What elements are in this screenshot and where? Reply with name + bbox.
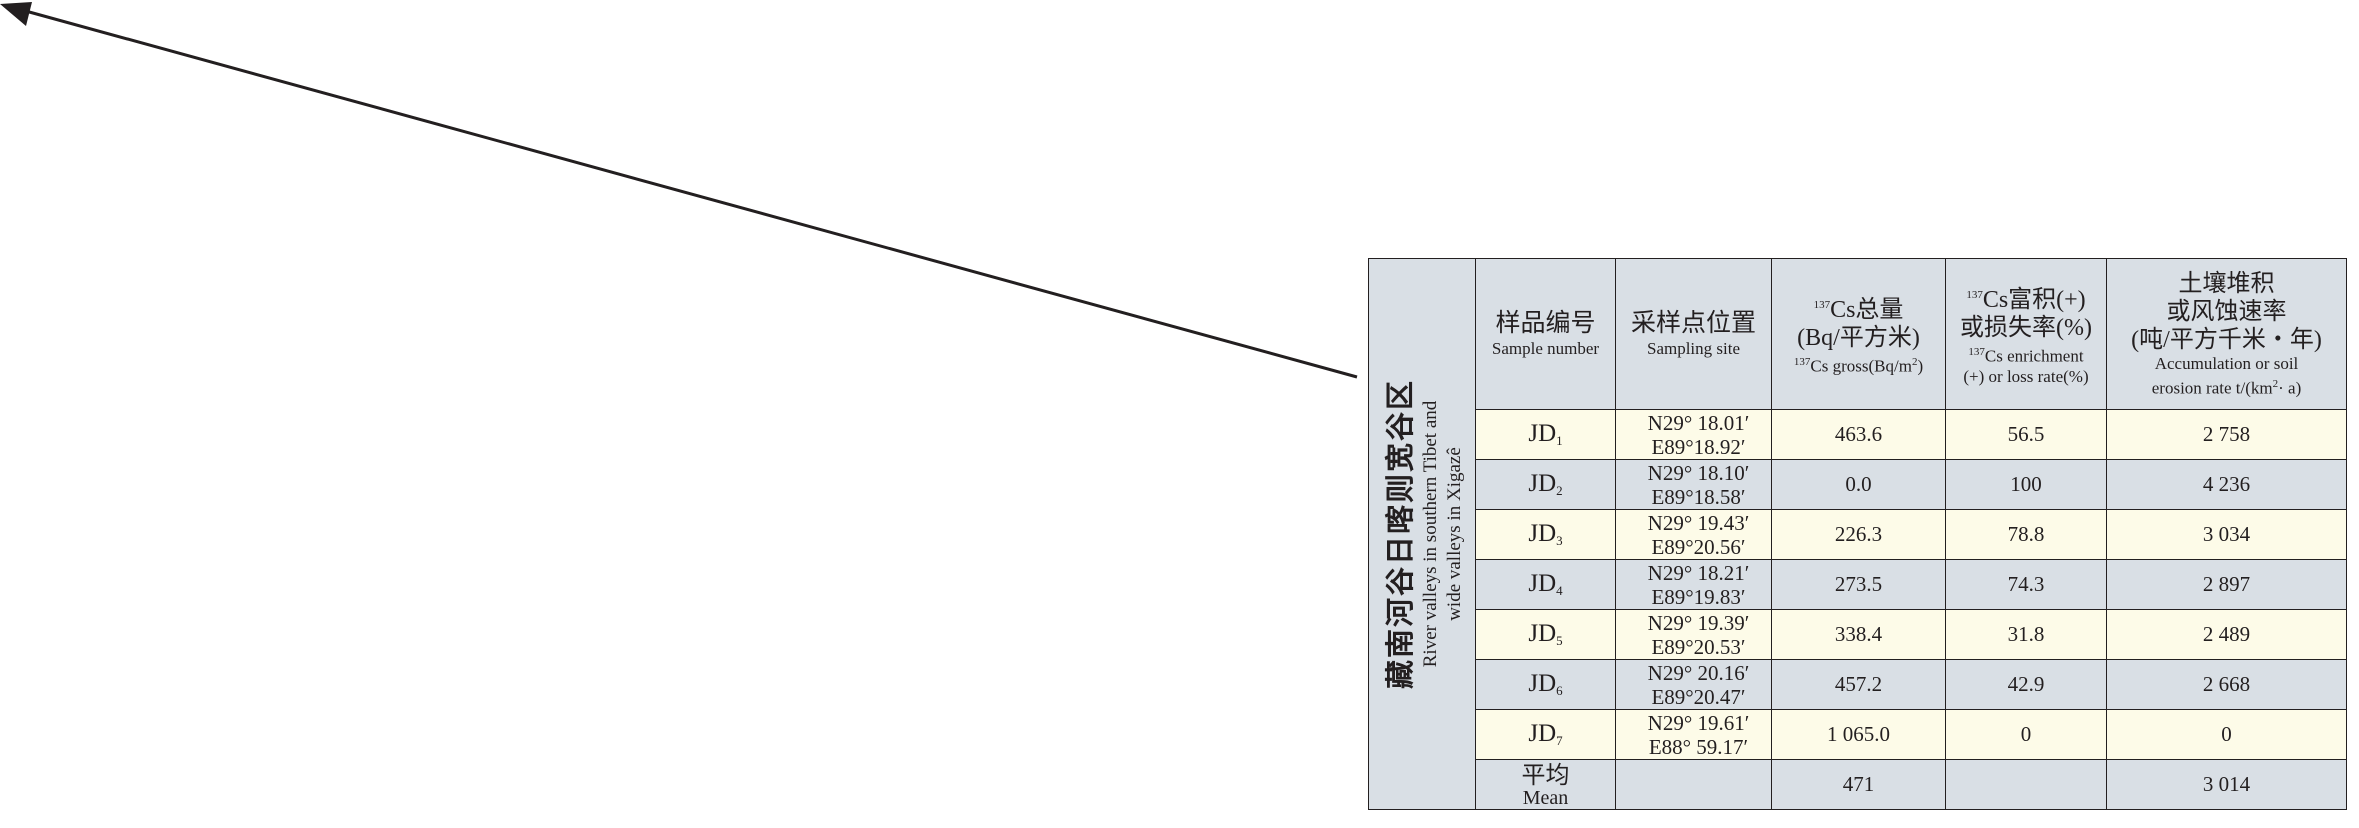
sample-code: JD5 [1475,609,1616,660]
header-site: 采样点位置 Sampling site [1615,258,1772,410]
erosion-rate: 2 758 [2106,409,2347,460]
mean-label: 平均 Mean [1475,759,1616,810]
mean-gross: 471 [1771,759,1946,810]
sampling-site: N29° 18.21′E89°19.83′ [1615,559,1772,610]
cs-rate: 56.5 [1945,409,2107,460]
header-gross-en: 137Cs gross(Bq/m2) [1793,356,1924,376]
region-cell: 藏南河谷日喀则宽谷区 River valleys in southern Tib… [1368,258,1476,810]
header-gross-zh2: (Bq/平方米) [1797,325,1920,352]
sampling-site: N29° 18.10′E89°18.58′ [1615,459,1772,510]
leader-line [21,8,1358,379]
cs-gross: 273.5 [1771,559,1946,610]
header-gross: 137Cs总量 (Bq/平方米) 137Cs gross(Bq/m2) [1771,258,1946,410]
header-erosion: 土壤堆积 或风蚀速率 (吨/平方千米・年) Accumulation or so… [2106,258,2347,410]
header-erosion-zh1: 土壤堆积 [2178,270,2275,297]
sample-code: JD4 [1475,559,1616,610]
erosion-rate: 2 668 [2106,659,2347,710]
header-site-en: Sampling site [1646,339,1741,358]
header-rate-en2: (+) or loss rate(%) [1963,366,2089,386]
header-sample-en: Sample number [1491,339,1600,358]
sampling-site: N29° 19.39′E89°20.53′ [1615,609,1772,660]
erosion-rate: 2 489 [2106,609,2347,660]
mean-label-en: Mean [1522,786,1569,809]
header-rate: 137Cs富积(+) 或损失率(%) 137Cs enrichment (+) … [1945,258,2107,410]
mean-erosion: 3 014 [2106,759,2347,810]
cs-rate: 100 [1945,459,2107,510]
cs-gross: 226.3 [1771,509,1946,560]
table-row: JD5 N29° 19.39′E89°20.53′ 338.4 31.8 2 4… [1369,609,2347,660]
header-sample-zh: 样品编号 [1495,308,1596,337]
region-name-en-line2: wide valleys in Xigazê [1444,447,1465,621]
table-row: JD7 N29° 19.61′E88° 59.17′ 1 065.0 0 0 [1369,709,2347,760]
cs-gross: 338.4 [1771,609,1946,660]
region-name-zh: 藏南河谷日喀则宽谷区 [1383,378,1417,690]
header-gross-zh1: 137Cs总量 [1813,297,1904,324]
mean-site-empty [1615,759,1772,810]
header-erosion-en2: erosion rate t/(km2· a) [2151,377,2302,398]
header-rate-zh1: 137Cs富积(+) [1966,287,2086,314]
cs-gross: 463.6 [1771,409,1946,460]
cs-rate: 0 [1945,709,2107,760]
header-erosion-zh3: (吨/平方千米・年) [2131,326,2322,353]
header-erosion-en1: Accumulation or soil [2154,353,2299,373]
sample-code: JD3 [1475,509,1616,560]
table-row: JD1 N29° 18.01′E89°18.92′ 463.6 56.5 2 7… [1369,409,2347,460]
data-table: 藏南河谷日喀则宽谷区 River valleys in southern Tib… [1368,258,2347,810]
mean-label-zh: 平均 [1521,760,1570,789]
cs-rate: 31.8 [1945,609,2107,660]
cs-gross: 457.2 [1771,659,1946,710]
erosion-rate: 3 034 [2106,509,2347,560]
leader-arrow [0,2,1358,379]
sampling-site: N29° 19.43′E89°20.56′ [1615,509,1772,560]
cs-rate: 42.9 [1945,659,2107,710]
header-erosion-zh2: 或风蚀速率 [2166,298,2287,325]
sample-code: JD6 [1475,659,1616,710]
cs-rate: 78.8 [1945,509,2107,560]
mean-row: 平均 Mean 471 3 014 [1369,759,2347,810]
cs-gross: 1 065.0 [1771,709,1946,760]
cs-gross: 0.0 [1771,459,1946,510]
header-rate-en1: 137Cs enrichment [1968,346,2084,366]
sampling-site: N29° 19.61′E88° 59.17′ [1615,709,1772,760]
table-row: JD2 N29° 18.10′E89°18.58′ 0.0 100 4 236 [1369,459,2347,510]
mean-rate-empty [1945,759,2107,810]
table-row: JD4 N29° 18.21′E89°19.83′ 273.5 74.3 2 8… [1369,559,2347,610]
sample-code: JD2 [1475,459,1616,510]
header-sample: 样品编号 Sample number [1475,258,1616,410]
table-row: JD3 N29° 19.43′E89°20.56′ 226.3 78.8 3 0… [1369,509,2347,560]
erosion-rate: 2 897 [2106,559,2347,610]
header-rate-zh2: 或损失率(%) [1960,315,2092,342]
erosion-rate: 4 236 [2106,459,2347,510]
sample-code: JD1 [1475,409,1616,460]
cs-rate: 74.3 [1945,559,2107,610]
sampling-site: N29° 18.01′E89°18.92′ [1615,409,1772,460]
header-site-zh: 采样点位置 [1630,308,1756,337]
table-row: JD6 N29° 20.16′E89°20.47′ 457.2 42.9 2 6… [1369,659,2347,710]
erosion-rate: 0 [2106,709,2347,760]
arrowhead-icon [0,2,32,26]
sampling-site: N29° 20.16′E89°20.47′ [1615,659,1772,710]
sample-code: JD7 [1475,709,1616,760]
header-row: 藏南河谷日喀则宽谷区 River valleys in southern Tib… [1368,258,2347,810]
region-name-en-line1: River valleys in southern Tibet and [1420,400,1441,668]
